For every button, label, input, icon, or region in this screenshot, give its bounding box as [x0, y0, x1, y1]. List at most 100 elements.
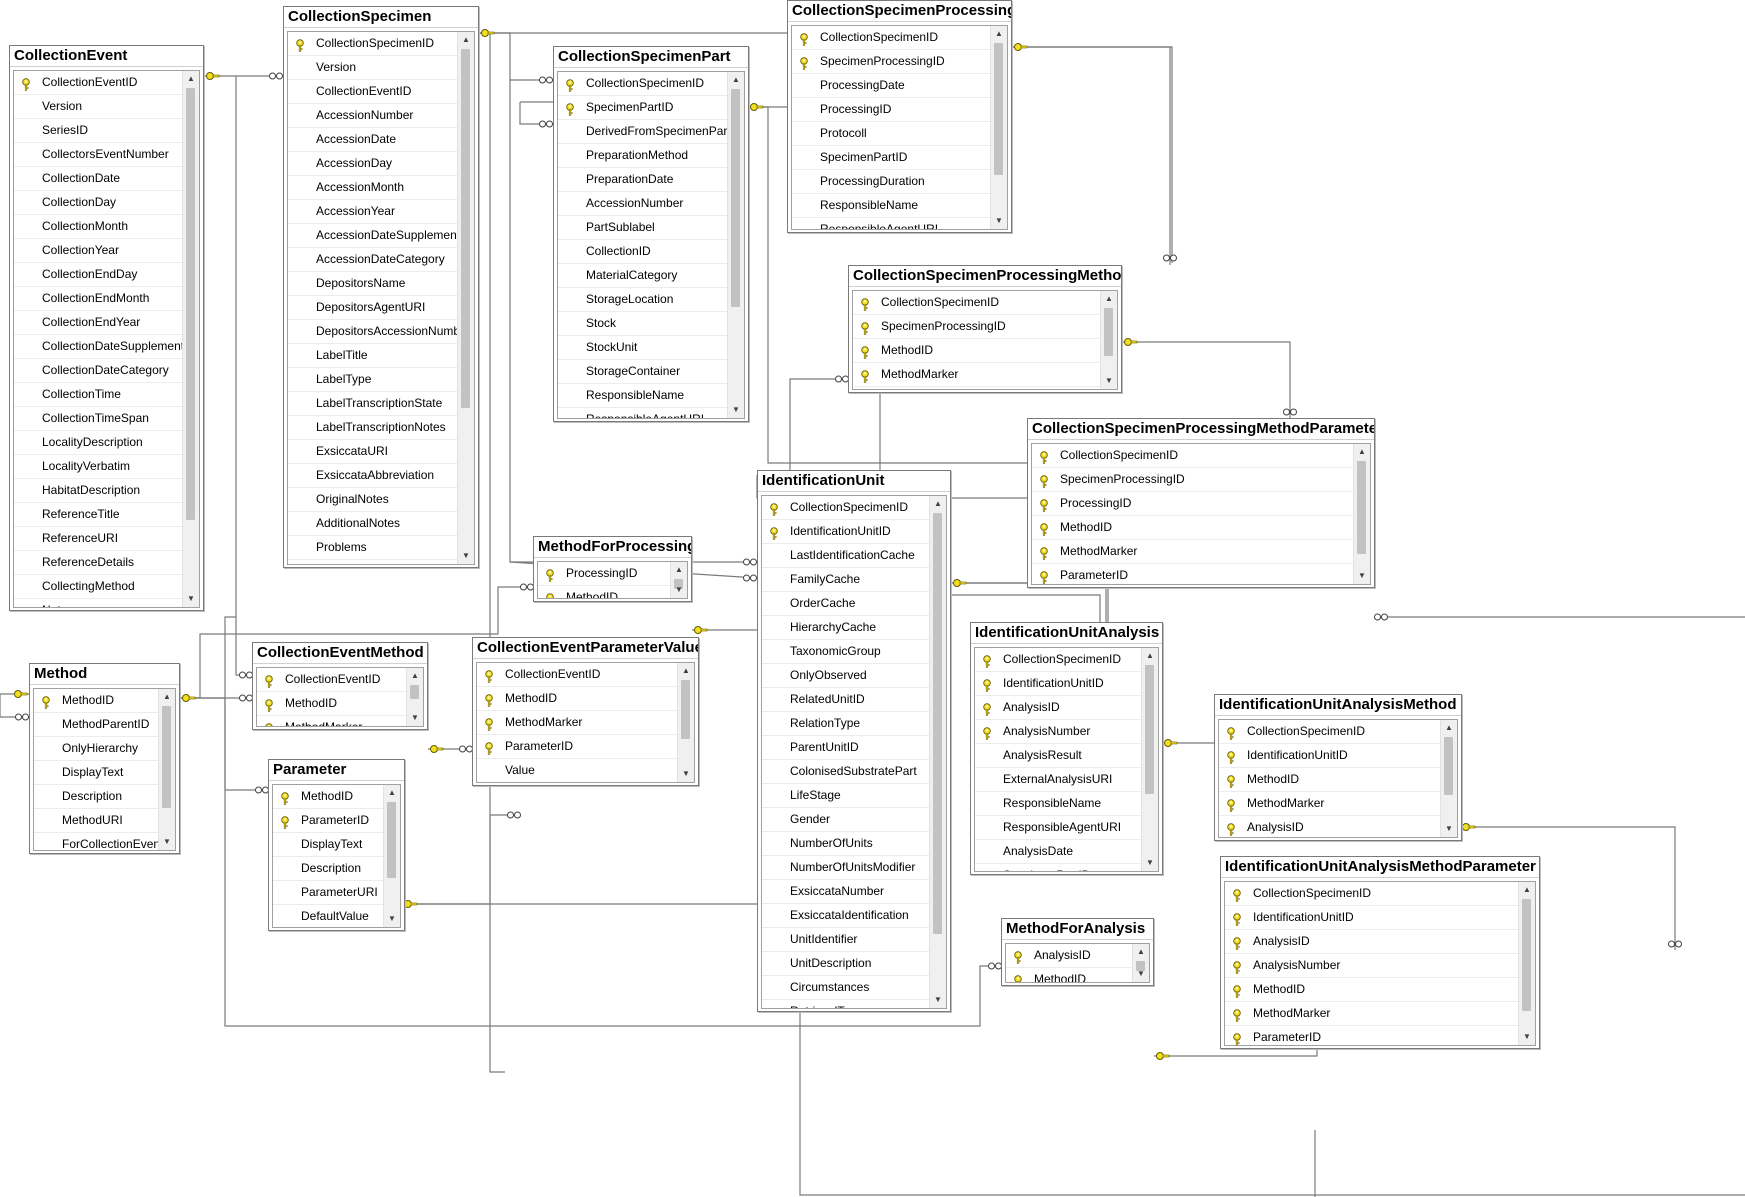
table-title[interactable]: CollectionSpecimenProcessing — [788, 1, 1011, 22]
table-title[interactable]: IdentificationUnitAnalysis — [971, 623, 1162, 644]
column-row[interactable]: CollectionDay — [14, 191, 182, 215]
column-row[interactable]: Notes — [14, 599, 182, 607]
column-row[interactable]: TaxonomicGroup — [762, 640, 929, 664]
scroll-up-arrow-icon[interactable]: ▲ — [1137, 947, 1145, 956]
scrollbar-thumb[interactable] — [674, 579, 683, 589]
column-row[interactable]: SpecimenPartID — [558, 96, 727, 120]
table-title[interactable]: IdentificationUnitAnalysisMethod — [1215, 695, 1461, 716]
scroll-up-arrow-icon[interactable]: ▲ — [1523, 885, 1531, 894]
column-row[interactable]: ProcessingID — [538, 562, 670, 586]
column-row[interactable]: ParameterID — [477, 735, 677, 759]
column-row[interactable]: NumberOfUnits — [762, 832, 929, 856]
scroll-down-arrow-icon[interactable]: ▼ — [675, 585, 683, 594]
scrollbar-thumb[interactable] — [1444, 737, 1453, 795]
scroll-up-arrow-icon[interactable]: ▲ — [462, 35, 470, 44]
scroll-up-arrow-icon[interactable]: ▲ — [675, 565, 683, 574]
column-row[interactable]: UnitIdentifier — [762, 928, 929, 952]
relationship-line[interactable] — [1012, 46, 1173, 263]
column-row[interactable]: Protocoll — [792, 122, 990, 146]
scrollbar-thumb[interactable] — [933, 513, 942, 934]
column-row[interactable]: AnalysisID — [1006, 944, 1132, 968]
vertical-scrollbar[interactable]: ▲▼ — [727, 72, 744, 418]
relationship-line[interactable] — [479, 32, 505, 1073]
column-row[interactable]: Description — [273, 857, 383, 881]
table-title[interactable]: MethodForProcessing — [534, 537, 691, 558]
table-title[interactable]: MethodForAnalysis — [1002, 919, 1153, 940]
column-row[interactable]: Problems — [288, 536, 457, 560]
column-row[interactable]: ColonisedSubstratePart — [762, 760, 929, 784]
column-row[interactable]: ForCollectionEvent — [34, 833, 163, 850]
scroll-down-arrow-icon[interactable]: ▼ — [934, 995, 942, 1004]
vertical-scrollbar[interactable]: ▲▼ — [677, 663, 694, 782]
column-row[interactable]: DerivedFromSpecimenPartID — [558, 120, 743, 144]
column-row[interactable]: ResponsibleName — [975, 792, 1141, 816]
column-row[interactable]: CollectingMethod — [14, 575, 182, 599]
relationship-line[interactable] — [1462, 826, 1676, 950]
column-row[interactable]: IdentificationUnitID — [762, 520, 929, 544]
table-title[interactable]: CollectionSpecimenProcessingMethod — [849, 266, 1121, 287]
scroll-up-arrow-icon[interactable]: ▲ — [934, 499, 942, 508]
column-row[interactable]: DisplayText — [273, 833, 383, 857]
column-row[interactable]: AccessionMonth — [288, 176, 457, 200]
column-row[interactable]: ReferenceDetails — [14, 551, 182, 575]
column-row[interactable]: UnitDescription — [762, 952, 929, 976]
vertical-scrollbar[interactable]: ▲▼ — [990, 26, 1007, 229]
column-row[interactable]: FamilyCache — [762, 568, 929, 592]
column-row[interactable]: MethodMarker — [477, 711, 677, 735]
scrollbar-thumb[interactable] — [1357, 461, 1366, 554]
table-title[interactable]: IdentificationUnit — [758, 471, 950, 492]
relationship-line[interactable] — [180, 697, 268, 791]
column-row[interactable]: Value — [477, 759, 677, 782]
vertical-scrollbar[interactable]: ▲▼ — [1440, 720, 1457, 837]
column-row[interactable]: DepositorsName — [288, 272, 457, 296]
table-IdentificationUnitAnalysisMethodParameter[interactable]: IdentificationUnitAnalysisMethodParamete… — [1220, 856, 1540, 1049]
column-row[interactable]: MethodID — [1219, 768, 1440, 792]
column-row[interactable]: SpecimenPartID — [975, 864, 1141, 871]
column-row[interactable]: AccessionYear — [288, 200, 457, 224]
column-row[interactable]: SeriesID — [14, 119, 182, 143]
column-row[interactable]: ProcessingDuration — [792, 170, 990, 194]
column-row[interactable]: Version — [14, 95, 182, 119]
column-row[interactable]: LabelTranscriptionState — [288, 392, 457, 416]
column-row[interactable]: RelationType — [762, 712, 929, 736]
table-title[interactable]: CollectionSpecimenProcessingMethodParame… — [1028, 419, 1374, 440]
column-row[interactable]: AnalysisDate — [975, 840, 1141, 864]
column-row[interactable]: ResponsibleAgentURI — [558, 408, 727, 418]
column-row[interactable]: CollectionDateCategory — [14, 359, 182, 383]
column-row[interactable]: ParameterID — [1225, 1026, 1518, 1045]
column-row[interactable]: IdentificationUnitID — [975, 672, 1141, 696]
column-row[interactable]: DataWithholdingReason — [288, 560, 457, 564]
scroll-up-arrow-icon[interactable]: ▲ — [1105, 294, 1113, 303]
column-row[interactable]: SpecimenProcessingID — [792, 50, 990, 74]
scroll-down-arrow-icon[interactable]: ▼ — [1358, 571, 1366, 580]
column-row[interactable]: MethodID — [477, 687, 677, 711]
table-title[interactable]: Method — [30, 664, 179, 685]
column-row[interactable]: MethodMarker — [1032, 540, 1353, 564]
scroll-up-arrow-icon[interactable]: ▲ — [187, 74, 195, 83]
column-row[interactable]: LabelTitle — [288, 344, 457, 368]
table-title[interactable]: Parameter — [269, 760, 404, 781]
column-row[interactable]: ParameterID — [273, 809, 383, 833]
scrollbar-thumb[interactable] — [1104, 308, 1113, 356]
column-row[interactable]: ExsiccataNumber — [762, 880, 929, 904]
table-title[interactable]: CollectionEvent — [10, 46, 203, 67]
scroll-up-arrow-icon[interactable]: ▲ — [995, 29, 1003, 38]
column-row[interactable]: SpecimenProcessingID — [1032, 468, 1353, 492]
column-row[interactable]: OnlyObserved — [762, 664, 929, 688]
column-row[interactable]: CollectionSpecimenID — [975, 648, 1141, 672]
column-row[interactable]: LifeStage — [762, 784, 929, 808]
column-row[interactable]: MethodID — [1006, 968, 1132, 982]
column-row[interactable]: CollectionSpecimenID — [853, 291, 1100, 315]
column-row[interactable]: ProcessingDate — [792, 74, 990, 98]
column-row[interactable]: CollectionEventID — [288, 80, 457, 104]
column-row[interactable]: MethodID — [1225, 978, 1518, 1002]
